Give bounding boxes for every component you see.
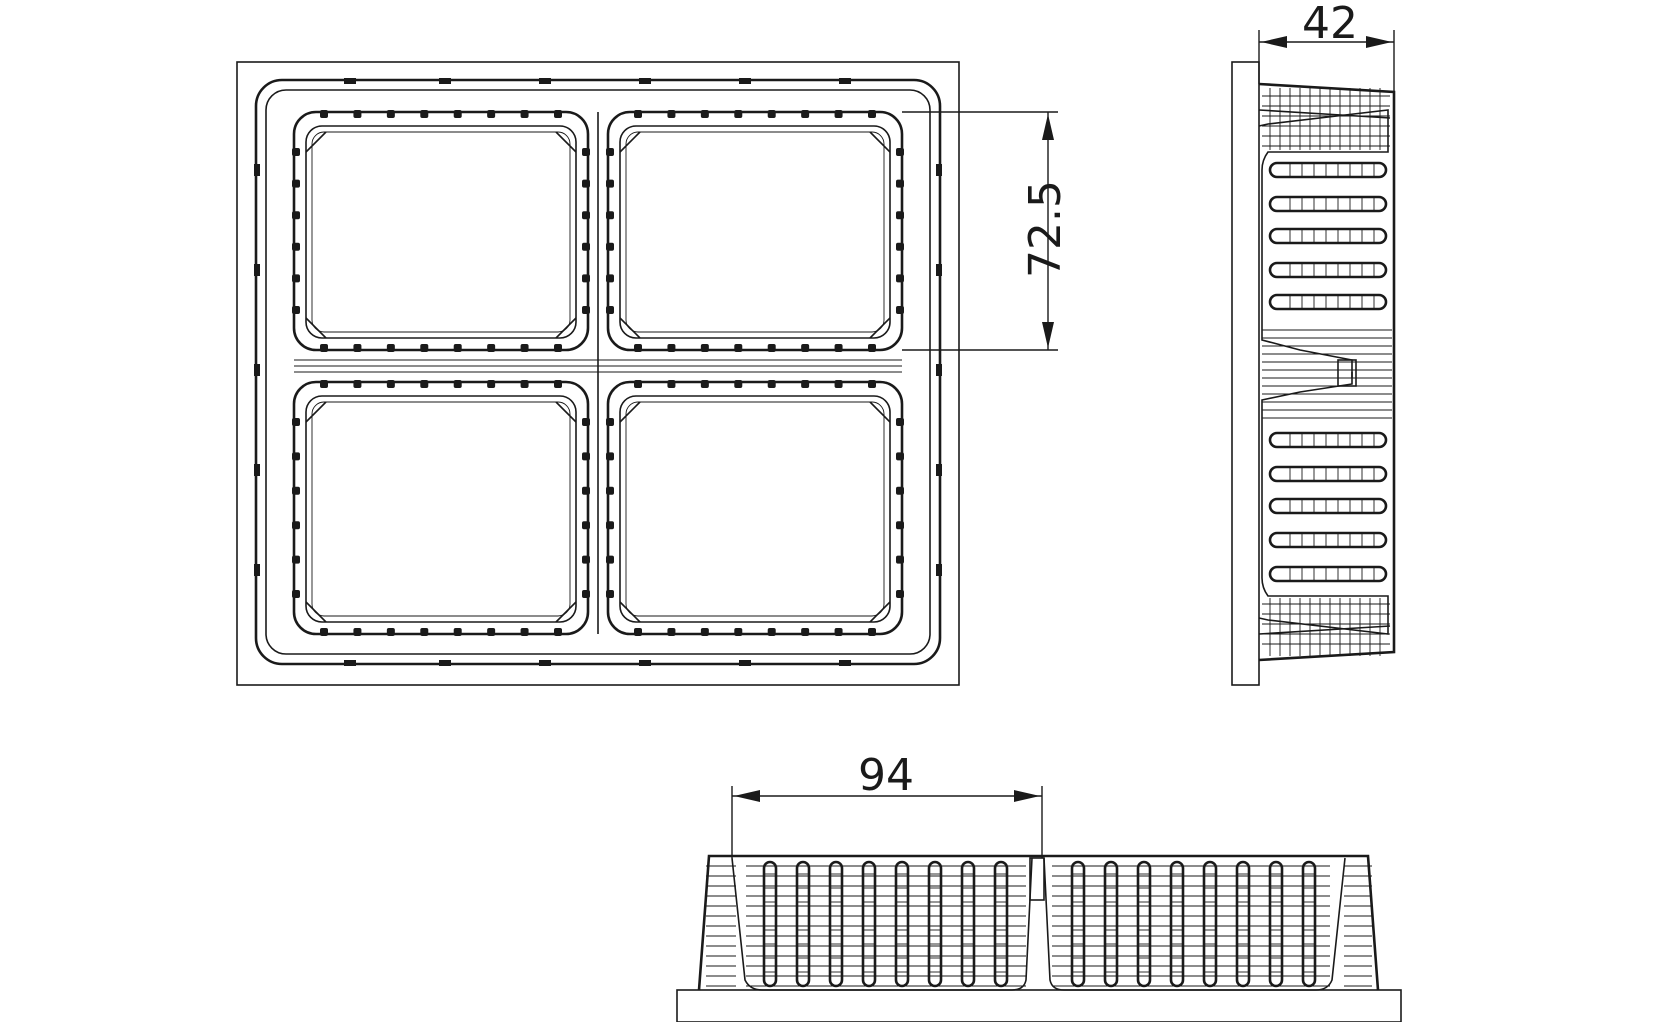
side-inner-profile-bottom	[1258, 372, 1389, 635]
side-tray-profile	[1258, 82, 1396, 662]
dimension-label-depth: 42	[1302, 0, 1358, 49]
front-cup-right	[1043, 857, 1346, 991]
compartment-top-left	[292, 110, 590, 352]
compartment-wall-ribs	[292, 110, 904, 636]
front-view: 94	[676, 750, 1402, 1022]
base-plate-outline	[236, 61, 960, 686]
side-wall-mesh	[1262, 88, 1392, 656]
side-inner-profile-top	[1258, 109, 1389, 378]
front-base-plate	[676, 989, 1402, 1022]
dimension-94: 94	[731, 750, 1043, 858]
dimension-label-compartment-width: 94	[858, 750, 914, 801]
dimension-72-5: 72.5	[902, 111, 1071, 351]
front-wall-mesh	[706, 865, 1372, 987]
side-center-lug	[1337, 359, 1357, 387]
front-cup-left	[731, 857, 1033, 991]
divider-ribs	[294, 112, 902, 634]
rim-notches	[254, 78, 942, 666]
top-view: 72.5	[236, 61, 1071, 686]
side-ribs	[1268, 161, 1388, 583]
compartment-bottom-left	[292, 380, 590, 636]
front-ribs	[762, 860, 1317, 988]
compartment-bottom-right	[606, 380, 904, 636]
side-view: 42	[1231, 0, 1396, 686]
dimension-42: 42	[1258, 0, 1395, 92]
tray-rim-inner	[265, 89, 931, 655]
compartment-top-right	[606, 110, 904, 352]
front-center-lug	[1029, 857, 1045, 901]
compartment-corner-gussets	[305, 131, 891, 623]
dimension-label-compartment-height: 72.5	[1020, 180, 1071, 278]
front-tray-outline	[697, 854, 1380, 991]
side-base-plate	[1231, 61, 1260, 686]
